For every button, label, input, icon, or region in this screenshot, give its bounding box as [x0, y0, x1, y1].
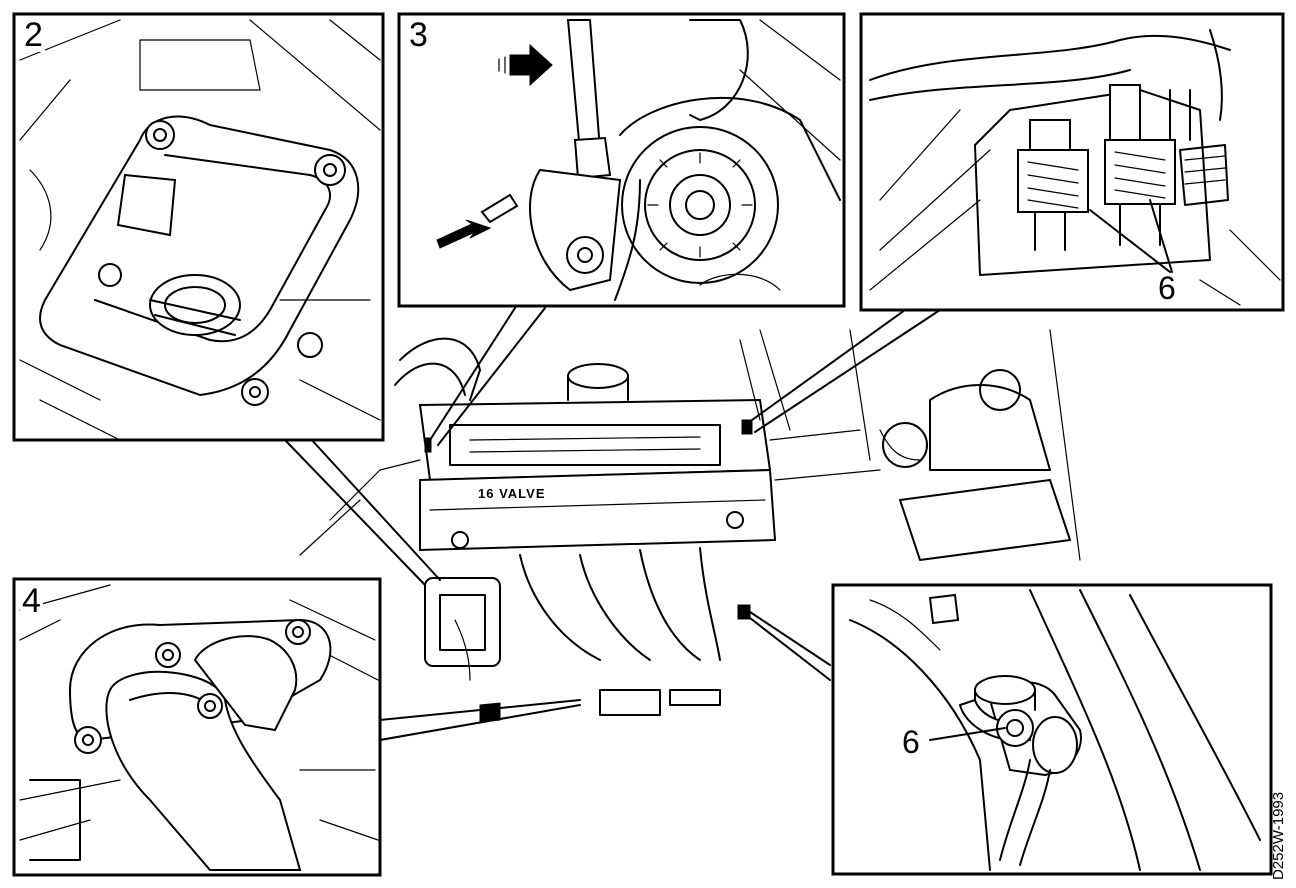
- connector-left: [1017, 149, 1089, 213]
- thermostat-housing: [39, 115, 360, 397]
- panel-connectors: [859, 12, 1285, 312]
- panel-2: [12, 12, 385, 442]
- cylinder-head: [419, 468, 777, 552]
- panel-number-3: 3: [407, 16, 430, 54]
- panel-hose-clamp: [831, 583, 1273, 876]
- clamp-screw: [996, 709, 1034, 747]
- connector-marker-lower: [737, 604, 751, 620]
- leader-lines: [284, 307, 941, 741]
- callout-6-connectors: 6: [1158, 270, 1176, 306]
- connector-marker-upper: [741, 419, 753, 435]
- arrow-push-icon: [509, 43, 553, 87]
- sensor-marker-left: [424, 437, 432, 453]
- figure-reference-code: D252W-1993: [1270, 791, 1287, 880]
- connector-right: [1104, 139, 1176, 205]
- callout-6-clamp: 6: [902, 724, 920, 760]
- panel-3: [397, 12, 846, 308]
- panel-number-2: 2: [22, 16, 45, 54]
- arrow-pull-icon: [436, 219, 492, 249]
- engine-overview: [299, 329, 1081, 716]
- engine-badge: 16 VALVE: [478, 486, 546, 501]
- panel-4: [12, 577, 382, 877]
- panel-number-4: 4: [20, 582, 43, 620]
